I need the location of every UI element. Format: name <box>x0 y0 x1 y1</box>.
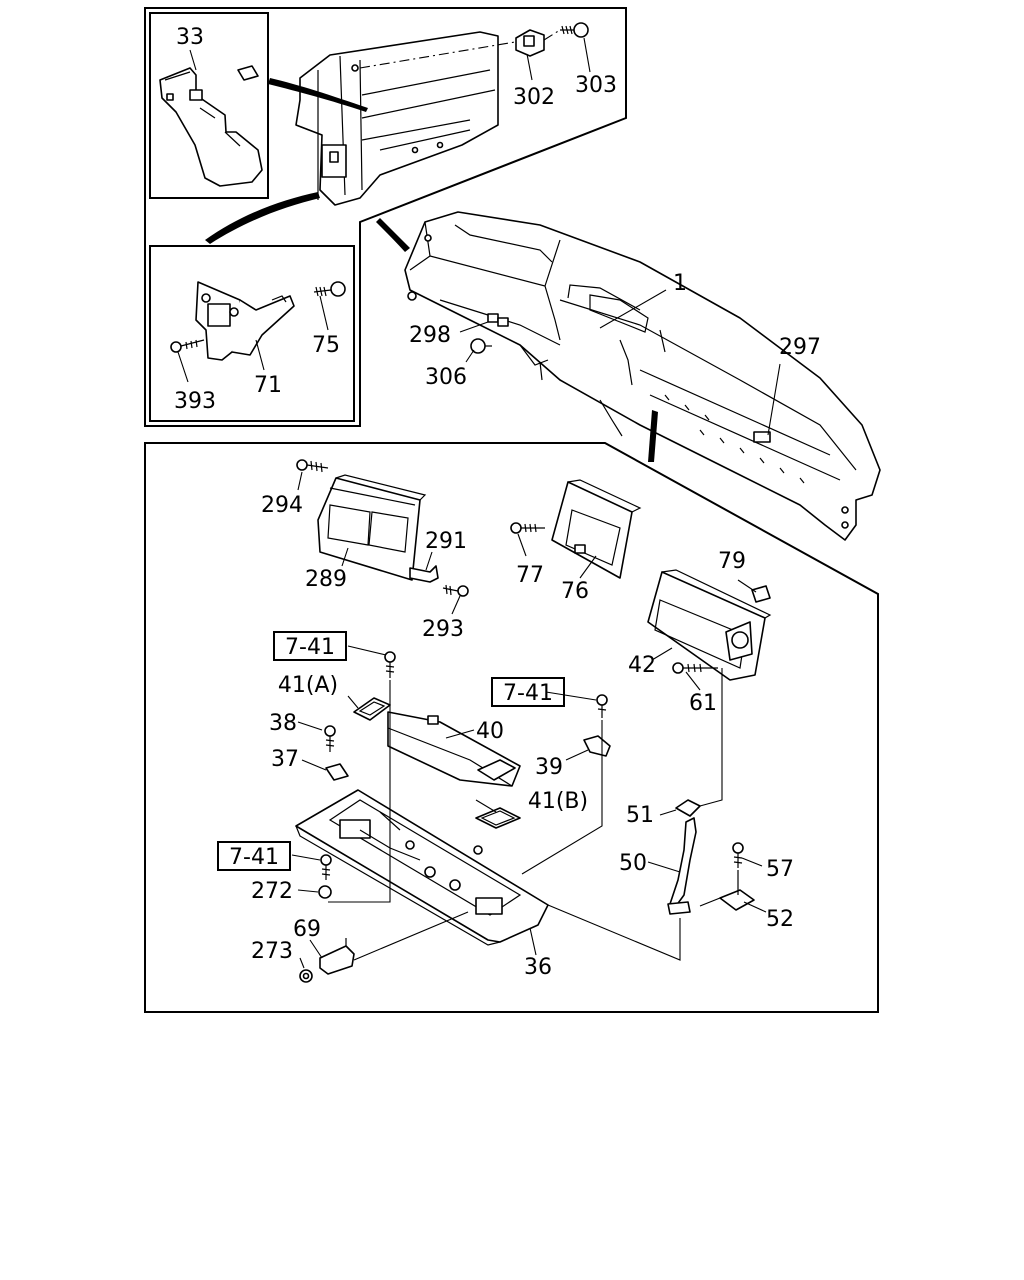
callout-294: 294 <box>261 493 303 518</box>
callout-51: 51 <box>626 803 654 828</box>
callout-41a: 41(A) <box>278 673 338 698</box>
ref-box-7-41-b <box>491 677 565 707</box>
callout-79: 79 <box>718 549 746 574</box>
inset-box-top <box>149 12 269 199</box>
callout-76: 76 <box>561 579 589 604</box>
callout-291: 291 <box>425 529 467 554</box>
screw-part-57 <box>732 842 744 868</box>
clip-part-306 <box>470 338 492 354</box>
ref-label-7-41-b: 7-41 <box>503 681 553 706</box>
instrument-panel-part-1 <box>404 211 881 541</box>
screw-part-77 <box>510 522 545 534</box>
callout-33: 33 <box>176 25 204 50</box>
dash-302-303 <box>543 29 561 41</box>
callout-1: 1 <box>673 271 687 296</box>
dash-side-panel <box>295 31 499 206</box>
callout-36: 36 <box>524 955 552 980</box>
screw-part-293 <box>442 584 469 597</box>
ref-label-7-41-a: 7-41 <box>285 635 335 660</box>
outer-frame <box>144 7 627 427</box>
pad-part-41b <box>475 807 521 829</box>
latch-part-69 <box>319 938 355 975</box>
callout-293: 293 <box>422 617 464 642</box>
washer-part-273 <box>299 969 313 983</box>
leader-lines <box>177 37 781 969</box>
screw-part-38 <box>324 725 336 752</box>
ref-label-7-41-c: 7-41 <box>229 845 279 870</box>
screw-part-75 <box>313 281 346 297</box>
switch-panel-part-76 <box>551 479 642 579</box>
lid-part-36 <box>295 789 549 946</box>
duct-part-40 <box>387 711 521 787</box>
screw-part-61 <box>672 662 718 674</box>
bracket-part-39 <box>583 735 611 757</box>
callout-272: 272 <box>251 879 293 904</box>
callout-41b: 41(B) <box>528 789 588 814</box>
screw-ref-7-41-c <box>320 854 332 880</box>
callout-306: 306 <box>425 365 467 390</box>
callout-42: 42 <box>628 653 656 678</box>
callout-52: 52 <box>766 907 794 932</box>
callout-393: 393 <box>174 389 216 414</box>
bracket-part-71 <box>195 281 295 361</box>
callout-77: 77 <box>516 563 544 588</box>
screw-part-294 <box>296 459 329 473</box>
callout-302: 302 <box>513 85 555 110</box>
pad-part-41a <box>353 697 391 721</box>
callout-39: 39 <box>535 755 563 780</box>
lower-frame <box>144 442 879 1013</box>
clip-part-79 <box>751 585 771 603</box>
callout-37: 37 <box>271 747 299 772</box>
inset-box-bottom <box>149 245 355 422</box>
callout-50: 50 <box>619 851 647 876</box>
callout-273: 273 <box>251 939 293 964</box>
screw-ref-7-41-a <box>384 651 396 678</box>
curved-arrow-33 <box>268 78 368 112</box>
callout-38: 38 <box>269 711 297 736</box>
check-strap-part-50 <box>667 817 697 915</box>
ref-box-7-41-c <box>217 841 291 871</box>
clip-part-302 <box>515 29 545 57</box>
callout-303: 303 <box>575 73 617 98</box>
callout-289: 289 <box>305 567 347 592</box>
callout-297: 297 <box>779 335 821 360</box>
stopper-part-51 <box>675 799 701 817</box>
leader-302-dash <box>359 41 516 69</box>
callout-71: 71 <box>254 373 282 398</box>
bracket-part-52 <box>719 870 755 911</box>
nut-part-272 <box>318 885 332 899</box>
callout-69: 69 <box>293 917 321 942</box>
callout-75: 75 <box>312 333 340 358</box>
arrow-to-dash <box>376 218 410 252</box>
screw-part-393 <box>170 339 205 353</box>
ref-box-7-41-a <box>273 631 347 661</box>
callout-298: 298 <box>409 323 451 348</box>
vent-part-289 <box>317 474 427 581</box>
screw-ref-7-41-b <box>596 694 608 718</box>
curved-arrow-71 <box>205 192 320 244</box>
arrow-lower <box>648 410 658 462</box>
screw-part-303 <box>560 22 589 38</box>
callout-57: 57 <box>766 857 794 882</box>
bracket-part-37 <box>325 763 349 781</box>
callout-40: 40 <box>476 719 504 744</box>
callout-61: 61 <box>689 691 717 716</box>
clip-part-291 <box>409 565 439 583</box>
corner-cover-part-33 <box>159 65 263 187</box>
box-part-42 <box>647 569 772 681</box>
